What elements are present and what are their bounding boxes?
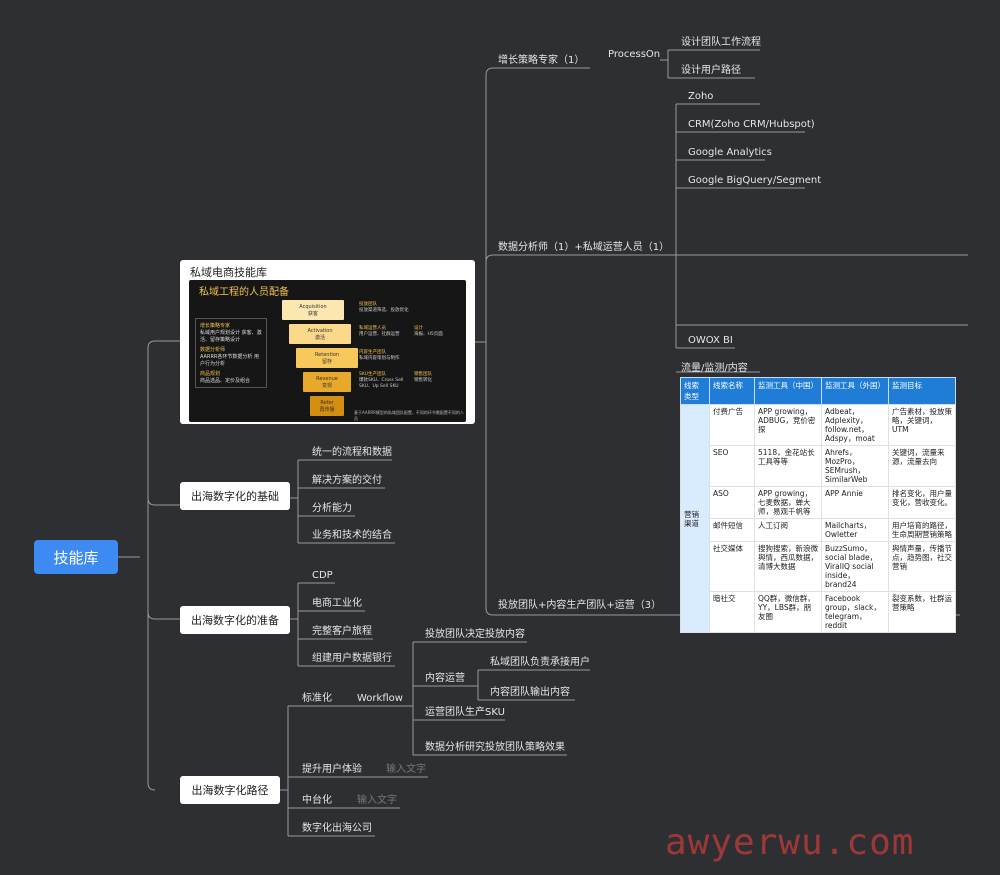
node-prep-child[interactable]: CDP — [312, 570, 333, 581]
table-cell: 用户培育的路径，生命周期营销策略 — [888, 518, 956, 542]
table-title[interactable]: 流量/监测/内容 — [681, 363, 748, 374]
root-label: 技能库 — [53, 548, 99, 567]
table-row: 营销渠道 付费广告 APP growing，ADBUG，竞价密探 Adbeat，… — [680, 404, 956, 633]
table-cell: Mailcharts，Owletter — [821, 518, 889, 542]
right-role: 内容生产团队私域内容策划与制作 — [359, 350, 400, 361]
node-analyst[interactable]: 数据分析师（1）+私域运营人员（1） — [498, 242, 670, 253]
monitoring-table: 线索类型 线索名称 监测工具（中国） 监测工具（外国） 监测目标 营销渠道 付费… — [680, 377, 956, 633]
right-role: 销售团队销售转化 — [414, 372, 432, 383]
table-row: 邮件短信 人工订阅 Mailcharts，Owletter 用户培育的路径，生命… — [681, 518, 956, 542]
node-processon-child[interactable]: 设计团队工作流程 — [681, 37, 761, 48]
node-processon-child[interactable]: 设计用户路径 — [681, 65, 741, 76]
node-tool[interactable]: Google BigQuery/Segment — [688, 175, 822, 186]
table-cell: 搜狗搜索，新浪微舆情，西瓜数据，清博大数据 — [754, 541, 822, 592]
table-header: 监测工具（中国） — [754, 377, 822, 405]
node-content-ops-child[interactable]: 私域团队负责承接用户 — [490, 657, 590, 668]
diagram-heading: 私域工程的人员配备 — [199, 287, 289, 298]
node-basics-child[interactable]: 统一的流程和数据 — [312, 447, 392, 458]
right-role: 设计海报、H5页面 — [414, 326, 443, 337]
category-cell: 营销渠道 — [680, 404, 710, 633]
table-row: SEO 5118，金花站长工具等等 Ahrefs，MozPro，SEMrush，… — [681, 445, 956, 487]
node-processon[interactable]: ProcessOn — [608, 49, 661, 60]
table-row: 暗社交 QQ群，微信群，YY，LBS群，朋友圈 Facebook group，s… — [681, 591, 956, 633]
table-cell: 付费广告 — [709, 404, 755, 446]
table-header: 线索类型 — [680, 377, 710, 405]
node-workflow-child[interactable]: 投放团队决定投放内容 — [425, 629, 525, 640]
table-cell: APP Annie — [821, 486, 889, 519]
node-path-child[interactable]: 标准化 — [302, 693, 332, 704]
table-row: 社交媒体 搜狗搜索，新浪微舆情，西瓜数据，清博大数据 BuzzSumo，soci… — [681, 541, 956, 592]
node-tool[interactable]: OWOX BI — [688, 335, 733, 346]
left-role: 商品规划商品选品、定价及组合 — [200, 371, 251, 384]
table-cell: Ahrefs，MozPro，SEMrush，SimilarWeb — [821, 445, 889, 487]
table-cell: 人工订阅 — [754, 518, 822, 542]
node-tool[interactable]: Zoho — [688, 91, 714, 102]
node-path-child[interactable]: 中台化 — [302, 795, 332, 806]
team-image-card[interactable]: 私域电商技能库 私域工程的人员配备 增长策略专家私域用户规划设计 获客、激活、留… — [180, 260, 475, 424]
table-cell: 排名变化，用户量变化，营收变化。 — [888, 486, 956, 519]
node-workflow-child[interactable]: 运营团队生产SKU — [425, 707, 505, 718]
table-header: 线索名称 — [709, 377, 755, 405]
placeholder-node[interactable]: 输入文字 — [386, 764, 426, 775]
diagram-caption: 基于AARRR模型的私域团队配置，不同的环节需配置不同的人员 — [354, 410, 464, 421]
node-prep-child[interactable]: 电商工业化 — [312, 598, 362, 609]
table-cell: APP growing，ADBUG，竞价密探 — [754, 404, 822, 446]
table-cell: 5118，金花站长工具等等 — [754, 445, 822, 487]
node-tool[interactable]: Google Analytics — [688, 147, 772, 158]
watermark: awyerwu.com — [665, 822, 915, 863]
node-basics[interactable]: 出海数字化的基础 — [180, 482, 290, 510]
right-role: 私域运营人员用户运营、社群运营 — [359, 326, 400, 337]
node-prep-child[interactable]: 组建用户数据银行 — [312, 653, 392, 664]
card-title: 私域电商技能库 — [190, 266, 267, 279]
right-role: SKU生产团队爆款SKU、Cross Sell SKU、Up Sell SKU — [359, 372, 404, 389]
node-growth-expert[interactable]: 增长策略专家（1） — [498, 55, 585, 66]
table-cell: 广告素材，投放策略，关键词，UTM — [888, 404, 956, 446]
node-prep[interactable]: 出海数字化的准备 — [180, 606, 290, 634]
table-cell: Adbeat，Adplexity，follow.net，Adspy，moat — [821, 404, 889, 446]
node-path-child[interactable]: 数字化出海公司 — [302, 823, 372, 834]
table-header: 监测工具（外国） — [821, 377, 889, 405]
table-cell: SEO — [709, 445, 755, 487]
table-cell: 社交媒体 — [709, 541, 755, 592]
table-cell: 裂变系数，社群运营策略 — [888, 591, 956, 633]
table-cell: QQ群，微信群，YY，LBS群，朋友圈 — [754, 591, 822, 633]
root-node[interactable]: 技能库 — [34, 540, 118, 574]
node-content-ops-child[interactable]: 内容团队输出内容 — [490, 687, 570, 698]
right-role: 投放团队投放渠道筛选、投放优化 — [359, 302, 409, 313]
node-basics-child[interactable]: 解决方案的交付 — [312, 475, 382, 486]
table-cell: ASO — [709, 486, 755, 519]
table-row: ASO APP growing，七麦数据，蝉大师，易观千帆等 APP Annie… — [681, 486, 956, 519]
table-cell: APP growing，七麦数据，蝉大师，易观千帆等 — [754, 486, 822, 519]
table-cell: BuzzSumo，social blade，ViralIQ social ins… — [821, 541, 889, 592]
node-workflow-child[interactable]: 数据分析研究投放团队策略效果 — [425, 742, 565, 753]
table-header-row: 线索类型 线索名称 监测工具（中国） 监测工具（外国） 监测目标 — [680, 377, 956, 405]
team-diagram: 私域工程的人员配备 增长策略专家私域用户规划设计 获客、激活、留存策略设计 数据… — [189, 280, 466, 422]
node-prep-child[interactable]: 完整客户旅程 — [312, 626, 372, 637]
table-cell: Facebook group，slack，telegram，reddit — [821, 591, 889, 633]
node-workflow-child[interactable]: 内容运营 — [425, 673, 465, 684]
node-tool[interactable]: CRM(Zoho CRM/Hubspot) — [688, 119, 815, 130]
node-basics-child[interactable]: 业务和技术的结合 — [312, 530, 392, 541]
node-path[interactable]: 出海数字化路径 — [180, 776, 280, 804]
node-ads-team[interactable]: 投放团队+内容生产团队+运营（3） — [498, 600, 662, 611]
placeholder-node[interactable]: 输入文字 — [357, 795, 397, 806]
node-path-child[interactable]: 提升用户体验 — [302, 764, 362, 775]
table-cell: 暗社交 — [709, 591, 755, 633]
table-cell: 关键词，流量来源，流量去向 — [888, 445, 956, 487]
node-basics-child[interactable]: 分析能力 — [312, 503, 352, 514]
table-cell: 舆情声量，传播节点，趋势图，社交营销 — [888, 541, 956, 592]
left-role: 增长策略专家私域用户规划设计 获客、激活、留存策略设计 — [200, 323, 262, 343]
node-workflow[interactable]: Workflow — [357, 693, 403, 704]
table-header: 监测目标 — [888, 377, 956, 405]
table-cell: 邮件短信 — [709, 518, 755, 542]
